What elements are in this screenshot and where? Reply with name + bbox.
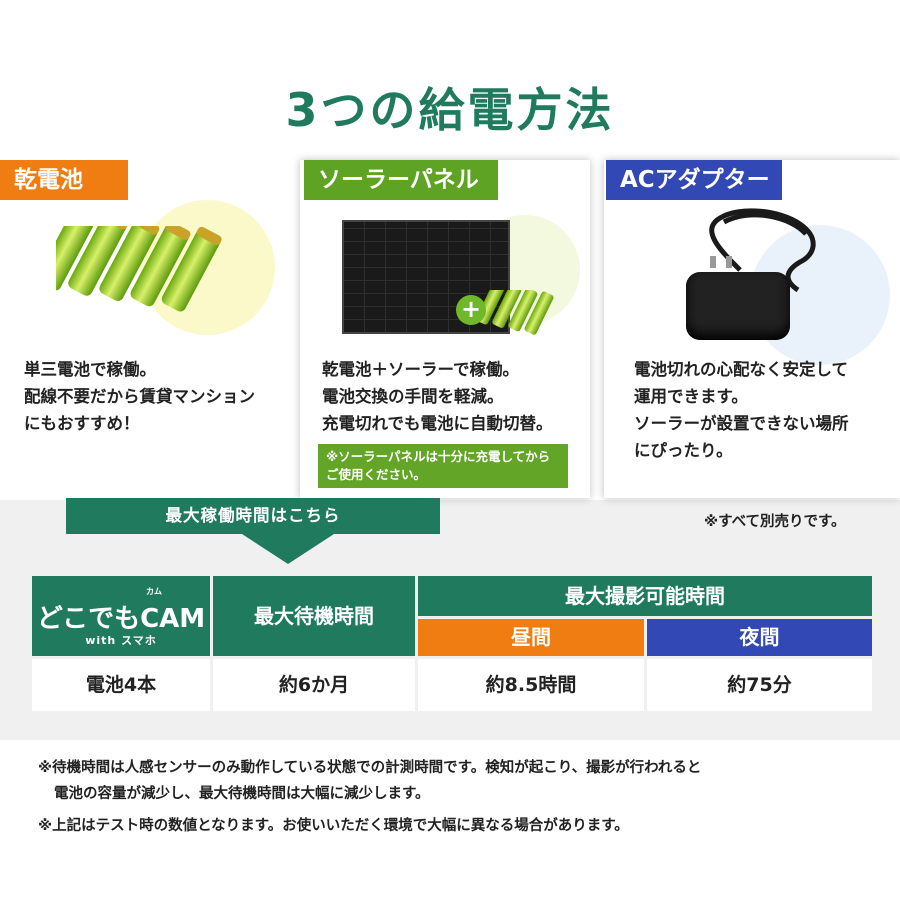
tag-adapter: ACアダプター <box>606 160 782 200</box>
solar-note: ※ソーラーパネルは十分に充電してから ご使用ください。 <box>318 444 568 488</box>
value-batteries: 電池4本 <box>32 659 210 711</box>
plus-icon: + <box>456 295 486 325</box>
description-line: 運用できます。 <box>634 387 748 406</box>
tag-battery: 乾電池 <box>0 160 128 200</box>
sold-separately-note: ※すべて別売りです。 <box>704 514 846 530</box>
description-line: ソーラーが設置できない場所 <box>634 414 849 433</box>
footnote-1-cont: 電池の容量が減少し、最大待機時間は大幅に減少します。 <box>54 786 430 802</box>
description-line: にもおすすめ！ <box>24 414 140 433</box>
logo-ruby: カム <box>146 587 162 596</box>
logo-sub: with スマホ <box>85 634 157 647</box>
description-line: 充電切れでも電池に自動切替。 <box>322 414 553 433</box>
note-line: ※ソーラーパネルは十分に充電してから <box>326 449 551 464</box>
day-header: 昼間 <box>418 619 644 656</box>
arrow-down-icon <box>242 534 334 564</box>
description-line: 電池切れの心配なく安定して <box>634 360 849 379</box>
footnote-1: ※待機時間は人感センサーのみ動作している状態での計測時間です。検知が起こり、撮影… <box>38 760 702 776</box>
solar-panel-icon <box>342 220 510 334</box>
description-line: 単三電池で稼働。 <box>24 360 156 379</box>
night-header: 夜間 <box>647 619 872 656</box>
adapter-prong-left <box>710 256 716 268</box>
standby-header: 最大待機時間 <box>213 576 415 656</box>
note-line: ご使用ください。 <box>326 467 427 482</box>
adapter-cable-icon <box>709 208 816 293</box>
value-night: 約75分 <box>647 659 872 711</box>
small-batteries-icon <box>478 290 554 335</box>
ac-adapter-icon <box>686 272 790 340</box>
product-logo: カム どこでもCAM with スマホ <box>32 576 210 656</box>
value-day: 約8.5時間 <box>418 659 644 711</box>
adapter-prong-right <box>726 256 732 268</box>
value-standby: 約6か月 <box>213 659 415 711</box>
description-line: にぴったり。 <box>634 441 733 460</box>
description-adapter: 電池切れの心配なく安定して 運用できます。 ソーラーが設置できない場所 にぴった… <box>634 356 896 464</box>
panel-battery <box>0 160 290 498</box>
page-title: 3つの給電方法 <box>285 83 615 137</box>
description-line: 配線不要だから賃貸マンション <box>24 387 255 406</box>
shooting-header: 最大撮影可能時間 <box>418 576 872 616</box>
aa-batteries-icon <box>56 226 222 312</box>
description-line: 乾電池＋ソーラーで稼働。 <box>322 360 520 379</box>
description-solar: 乾電池＋ソーラーで稼働。 電池交換の手間を軽減。 充電切れでも電池に自動切替。 <box>322 356 592 437</box>
description-battery: 単三電池で稼働。 配線不要だから賃貸マンション にもおすすめ！ <box>24 356 286 437</box>
tag-solar: ソーラーパネル <box>304 160 498 200</box>
footnote-2: ※上記はテスト時の数値となります。お使いいただく環境で大幅に異なる場合があります… <box>38 818 629 834</box>
logo-main: どこでもCAM <box>36 604 206 634</box>
description-line: 電池交換の手間を軽減。 <box>322 387 504 406</box>
max-time-header: 最大稼働時間はこちら <box>66 498 440 534</box>
